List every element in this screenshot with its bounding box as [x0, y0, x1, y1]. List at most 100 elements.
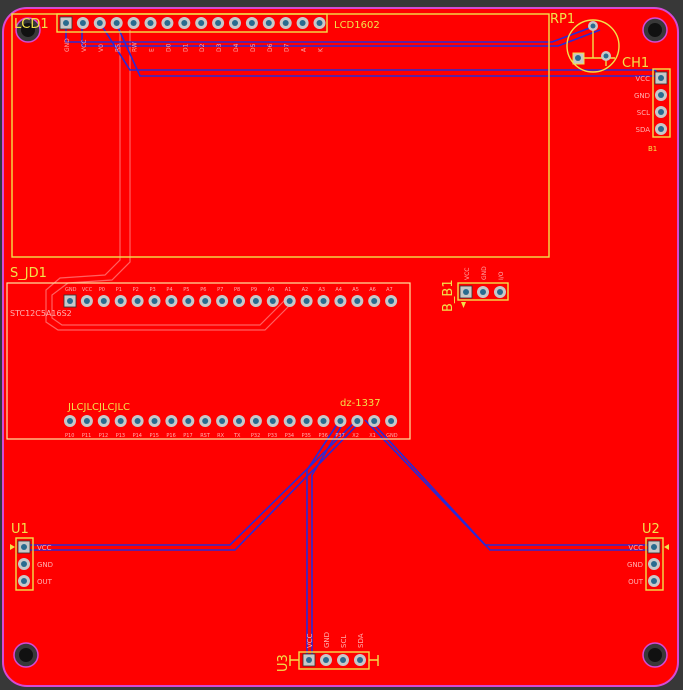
u3-pad-4: [354, 654, 366, 666]
lcd1-pin-label: K: [318, 47, 325, 52]
lcd1-pin-label: E: [149, 48, 156, 52]
lcd1-pin-label: VCC: [81, 40, 88, 52]
lcd1-pad-11: [229, 17, 241, 29]
s-jd1-top-pad-17: [334, 295, 347, 307]
s-jd1-jlc-label: JLCJLCJLCJLC: [67, 402, 130, 413]
lcd1-pin-label: GND: [64, 38, 71, 52]
ch1-pin-label: VCC: [635, 75, 650, 83]
u3-pin-label: GND: [323, 632, 331, 648]
s-jd1-top-pad-1: [63, 294, 77, 308]
s-jd1-bottom-pad-11: [233, 415, 245, 427]
s-jd1-top-pad-15: [300, 295, 313, 307]
s-jd1-top-pin-label: P2: [133, 287, 139, 293]
b-b1-header-outline: [457, 282, 509, 301]
ch1-designator: CH1: [622, 56, 649, 71]
lcd1-pin-label: D7: [284, 43, 291, 52]
ch1-pad-4: [655, 123, 667, 135]
s-jd1-top-pin-label: P0: [99, 287, 105, 293]
lcd1-pin-label: RS: [115, 44, 122, 52]
lcd1-pad-4: [110, 17, 123, 29]
s-jd1-bottom-pad-7: [165, 415, 178, 427]
lcd1-pin-label: D4: [233, 43, 240, 52]
u1-pin1-marker: [10, 544, 15, 550]
s-jd1-top-pad-5: [131, 295, 144, 307]
s-jd1-top-pad-18: [351, 295, 364, 307]
s-jd1-top-pin-label: A7: [386, 287, 393, 293]
lcd1-pad-8: [178, 17, 191, 29]
s-jd1-top-pad-10: [216, 295, 229, 307]
lcd1-pin-label: D3: [216, 43, 223, 52]
u1-pin-label: GND: [37, 561, 53, 569]
s-jd1-part-label: STC12C5A16S2: [10, 309, 72, 318]
s-jd1-top-pad-19: [368, 295, 381, 307]
u3-silk-ticks: [289, 655, 379, 666]
s-jd1-top-pad-4: [114, 295, 127, 307]
s-jd1: S_JD1 STC12C5A16S2 JLCJLCJLCJLC dz-1337 …: [6, 266, 411, 440]
lcd1-pad-14: [279, 17, 292, 29]
lcd1-pad-12: [245, 17, 258, 29]
rp1-pad-1-hole: [575, 55, 581, 61]
u2-pad-3: [648, 575, 660, 587]
s-jd1-bottom-pin-label: P14: [133, 433, 142, 439]
s-jd1-bottom-pin-label: P17: [183, 433, 192, 439]
lcd1-pad-6: [144, 17, 157, 29]
s-jd1-bottom-pad-18: [351, 415, 364, 427]
mounting-holes: [13, 17, 668, 668]
mounting-hole-bl: [13, 642, 39, 668]
u3-pin-label: VCC: [306, 633, 314, 648]
rp1-pad-3-hole: [603, 53, 609, 59]
s-jd1-top-pin-label: P5: [183, 287, 189, 293]
s-jd1-bottom-pad-1: [64, 415, 76, 427]
s-jd1-top-pin-label: P7: [217, 287, 223, 293]
lcd1-pad-1: [59, 16, 73, 30]
u2-pad-1: [647, 540, 661, 554]
b-b1-pin-label: VCC: [464, 268, 471, 280]
s-jd1-top-pin-label: A0: [268, 287, 275, 293]
s-jd1-bottom-pad-17: [334, 415, 347, 427]
lcd1-pin-label: D6: [267, 43, 274, 52]
ch1-pin-label: GND: [634, 92, 650, 100]
ch1-pin-label: SCL: [637, 109, 650, 117]
s-jd1-marking: dz-1337: [340, 398, 381, 409]
rp1-designator: RP1: [550, 12, 575, 27]
u2-pin-label: OUT: [628, 578, 644, 586]
u3-pad-2: [320, 654, 332, 666]
s-jd1-bottom-pad-13: [266, 415, 279, 427]
s-jd1-top-pin-label: A2: [302, 287, 309, 293]
u3-designator: U3: [276, 654, 291, 672]
s-jd1-outline: [6, 282, 411, 440]
lcd1-pin-label: D5: [250, 43, 257, 52]
s-jd1-bottom-pin-label: P13: [116, 433, 125, 439]
lcd1-designator: LCD1: [14, 17, 49, 32]
s-jd1-top-pin-label: GND: [65, 287, 77, 293]
u1-pad-2: [18, 558, 30, 570]
mounting-hole-tr: [642, 17, 668, 43]
u2-pin-label: VCC: [628, 544, 643, 552]
lcd1-pin-label: A: [301, 47, 308, 52]
s-jd1-bottom-pin-label: P33: [268, 433, 277, 439]
s-jd1-bottom-pad-16: [317, 415, 330, 427]
s-jd1-top-pin-label: P9: [251, 287, 257, 293]
rp1-body: [566, 19, 620, 73]
s-jd1-top-pin-label: VCC: [82, 287, 93, 293]
lcd1-pin-label: D2: [199, 43, 206, 52]
s-jd1-bottom-pin-label: P36: [319, 433, 328, 439]
lcd1-pad-5: [127, 17, 140, 29]
mounting-hole-tl: [15, 17, 41, 43]
u1-pin-label: VCC: [37, 544, 52, 552]
b-b1-designator: B_B1: [441, 279, 456, 312]
s-jd1-top-pad-6: [148, 295, 161, 307]
u2-pad-2: [648, 558, 660, 570]
s-jd1-top-pad-16: [317, 295, 330, 307]
b-b1-pin1-marker: [461, 302, 466, 308]
